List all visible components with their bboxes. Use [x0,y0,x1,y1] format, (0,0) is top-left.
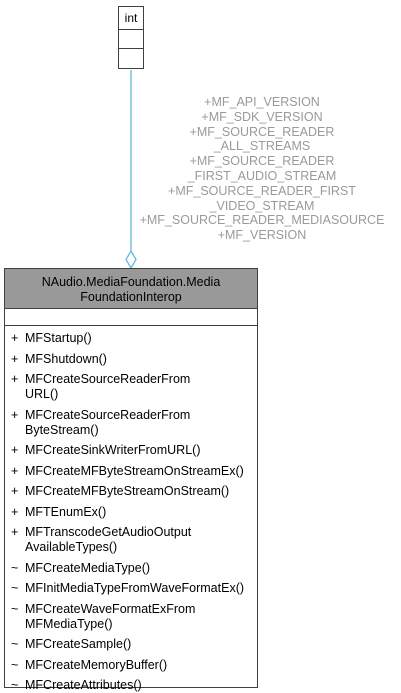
method-name: MFTEnumEx() [25,505,106,520]
visibility-marker: + [11,351,19,366]
method-item[interactable]: + MFTEnumEx() [5,505,257,520]
method-name: MFStartup() [25,331,92,346]
method-name-line: MFCreateAttributes() [25,678,142,692]
method-name-line: ByteStream() [25,422,99,437]
visibility-marker: + [11,331,19,345]
edge-label: _VIDEO_STREAM [209,198,315,213]
visibility-marker: + [11,372,19,386]
method-item[interactable]: + MFCreateMFByteStreamOnStreamEx() [5,464,257,479]
method-name: MFCreateSourceReaderFrom URL() [25,372,190,402]
edge-label: _ALL_STREAMS [213,139,311,154]
mediafoundationinterop-class-box[interactable]: NAudio.MediaFoundation.Media FoundationI… [4,268,258,692]
visibility-marker: + [11,407,19,422]
method-item[interactable]: + MFCreateSourceReaderFrom URL() [5,372,257,402]
int-class-attributes [119,30,143,49]
edge-label: +MF_API_VERSION [204,95,320,109]
method-name: MFCreateMediaType() [25,561,150,576]
method-name-line: MFCreateSourceReaderFrom [25,407,191,422]
visibility-marker: + [11,504,19,519]
method-item[interactable]: + MFCreateSinkWriterFromURL() [5,443,257,458]
aggregation-diamond-icon [125,249,137,270]
method-item[interactable]: ~ MFCreateMemoryBuffer() [5,658,257,673]
edge-label: +MF_VERSION [217,228,307,243]
visibility-marker: + [11,484,19,498]
method-name: MFCreateMFByteStreamOnStream() [25,484,229,499]
method-name-line: MFTranscodeGetAudioOutput [25,525,192,539]
class-attributes [5,309,257,326]
method-item[interactable]: + MFCreateSourceReaderFrom ByteStream() [5,408,257,438]
method-name: MFInitMediaTypeFromWaveFormatEx() [25,581,244,596]
class-methods: + MFStartup() + MFShutdown() + MFCreateS… [5,326,257,693]
visibility-marker: + [11,525,19,539]
edge-label: +MF_SOURCE_READER_MEDIASOURCE [139,213,385,228]
method-name-line: MFCreateSample() [25,637,132,651]
method-item[interactable]: ~ MFCreateAttributes() [5,678,257,693]
edge-label: +MF_SOURCE_READER [189,124,335,139]
method-name: MFCreateSample() [25,637,131,652]
visibility-marker: + [11,443,19,457]
method-name: MFCreateSinkWriterFromURL() [25,443,200,458]
method-item[interactable]: + MFTranscodeGetAudioOutput AvailableTyp… [5,525,257,555]
method-name-line: MFMediaType() [25,616,113,631]
method-item[interactable]: ~ MFCreateSample() [5,637,257,652]
method-item[interactable]: + MFCreateMFByteStreamOnStream() [5,484,257,499]
method-name: MFCreateAttributes() [25,678,142,693]
method-name: MFCreateWaveFormatExFrom MFMediaType() [25,602,195,632]
class-title: NAudio.MediaFoundation.Media FoundationI… [5,269,257,309]
method-item[interactable]: + MFShutdown() [5,352,257,367]
visibility-marker: ~ [11,560,19,575]
method-item[interactable]: ~ MFInitMediaTypeFromWaveFormatEx() [5,581,257,596]
visibility-marker: ~ [11,637,19,651]
method-name-line: MFCreateSourceReaderFrom [25,372,191,386]
method-name-line: MFCreateMFByteStreamOnStream() [25,484,230,498]
edge-labels: +MF_API_VERSION +MF_SDK_VERSION +MF_SOUR… [124,95,400,243]
method-name-line: MFCreateMediaType() [25,560,151,575]
edge-label: +MF_SDK_VERSION [201,109,323,124]
method-name-line: MFCreateSinkWriterFromURL() [25,443,201,457]
method-name: MFTranscodeGetAudioOutput AvailableTypes… [25,525,191,555]
method-name: MFCreateSourceReaderFrom ByteStream() [25,408,190,438]
method-name-line: MFCreateWaveFormatExFrom [25,601,196,616]
method-name-line: MFStartup() [25,331,92,345]
method-name-line: MFCreateMemoryBuffer() [25,657,168,672]
method-name-line: MFTEnumEx() [25,504,107,519]
method-item[interactable]: ~ MFCreateMediaType() [5,561,257,576]
visibility-marker: ~ [11,657,19,672]
method-name-line: MFCreateMFByteStreamOnStreamEx() [25,463,244,478]
class-title-line: NAudio.MediaFoundation.Media [41,275,221,289]
method-name-line: MFInitMediaTypeFromWaveFormatEx() [25,581,245,595]
method-name-line: AvailableTypes() [25,540,118,554]
visibility-marker: + [11,463,19,478]
visibility-marker: ~ [11,601,19,616]
method-item[interactable]: + MFStartup() [5,331,257,346]
edge-label: +MF_SOURCE_READER [189,154,335,169]
method-name-line: URL() [25,387,59,401]
class-title-line: FoundationInterop [80,290,182,304]
method-name: MFShutdown() [25,352,107,367]
method-name: MFCreateMemoryBuffer() [25,658,167,673]
edge-label: +MF_SOURCE_READER_FIRST [168,183,356,198]
method-name-line: MFShutdown() [25,351,107,366]
int-class-box[interactable]: int [118,6,144,69]
int-class-name: int [119,7,143,30]
edge-label: _FIRST_AUDIO_STREAM [187,168,337,183]
visibility-marker: ~ [11,678,19,692]
method-item[interactable]: ~ MFCreateWaveFormatExFrom MFMediaType() [5,602,257,632]
method-name: MFCreateMFByteStreamOnStreamEx() [25,464,244,479]
visibility-marker: ~ [11,581,19,595]
